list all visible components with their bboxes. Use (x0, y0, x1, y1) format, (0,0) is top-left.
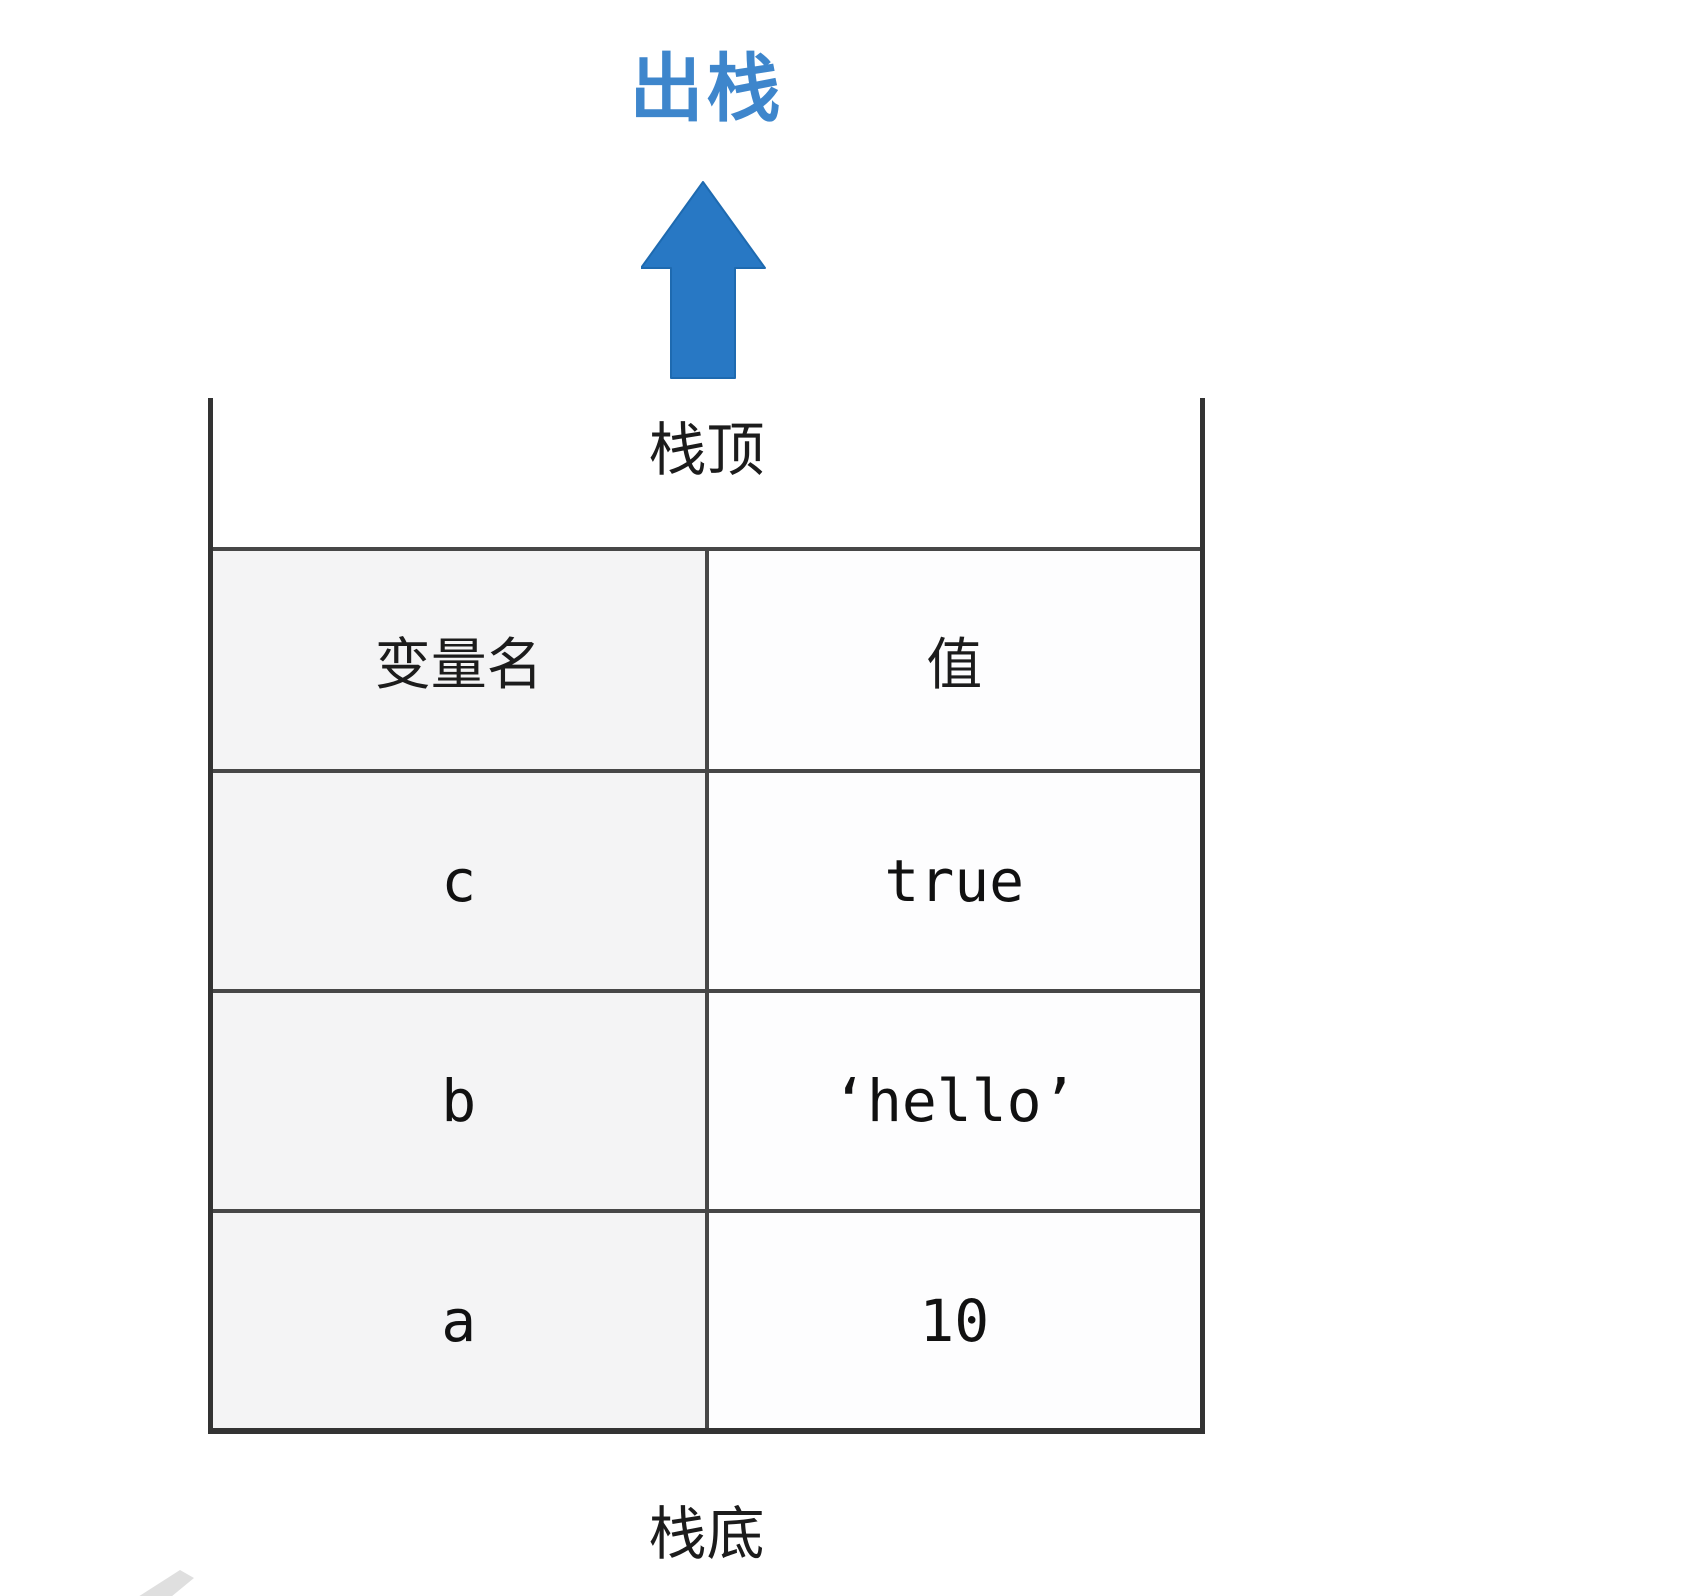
stack-top-label: 栈顶 (648, 418, 765, 483)
table-row: a 10 (208, 1209, 1205, 1433)
table-row: c true (208, 769, 1205, 993)
variable-name-cell: b (208, 989, 709, 1213)
table-header-row: 变量名 值 (208, 547, 1205, 773)
column-header-variable-name: 变量名 (208, 547, 709, 773)
table-row: b ‘hello’ (208, 989, 1205, 1213)
variable-name-cell: c (208, 769, 709, 993)
stack-wall-right (1200, 398, 1205, 553)
column-header-value: 值 (704, 547, 1205, 773)
variable-value-cell: 10 (704, 1209, 1205, 1433)
stack-table: 变量名 值 c true b ‘hello’ a 10 (208, 547, 1205, 1434)
pop-label: 出栈 (629, 47, 784, 130)
variable-value-cell: true (704, 769, 1205, 993)
up-arrow-icon (641, 181, 766, 379)
variable-value-cell: ‘hello’ (704, 989, 1205, 1213)
variable-name-cell: a (208, 1209, 709, 1433)
stack-bottom-label: 栈底 (648, 1502, 765, 1567)
watermark-cursor-icon (139, 1570, 194, 1596)
stack-wall-left (208, 398, 213, 553)
